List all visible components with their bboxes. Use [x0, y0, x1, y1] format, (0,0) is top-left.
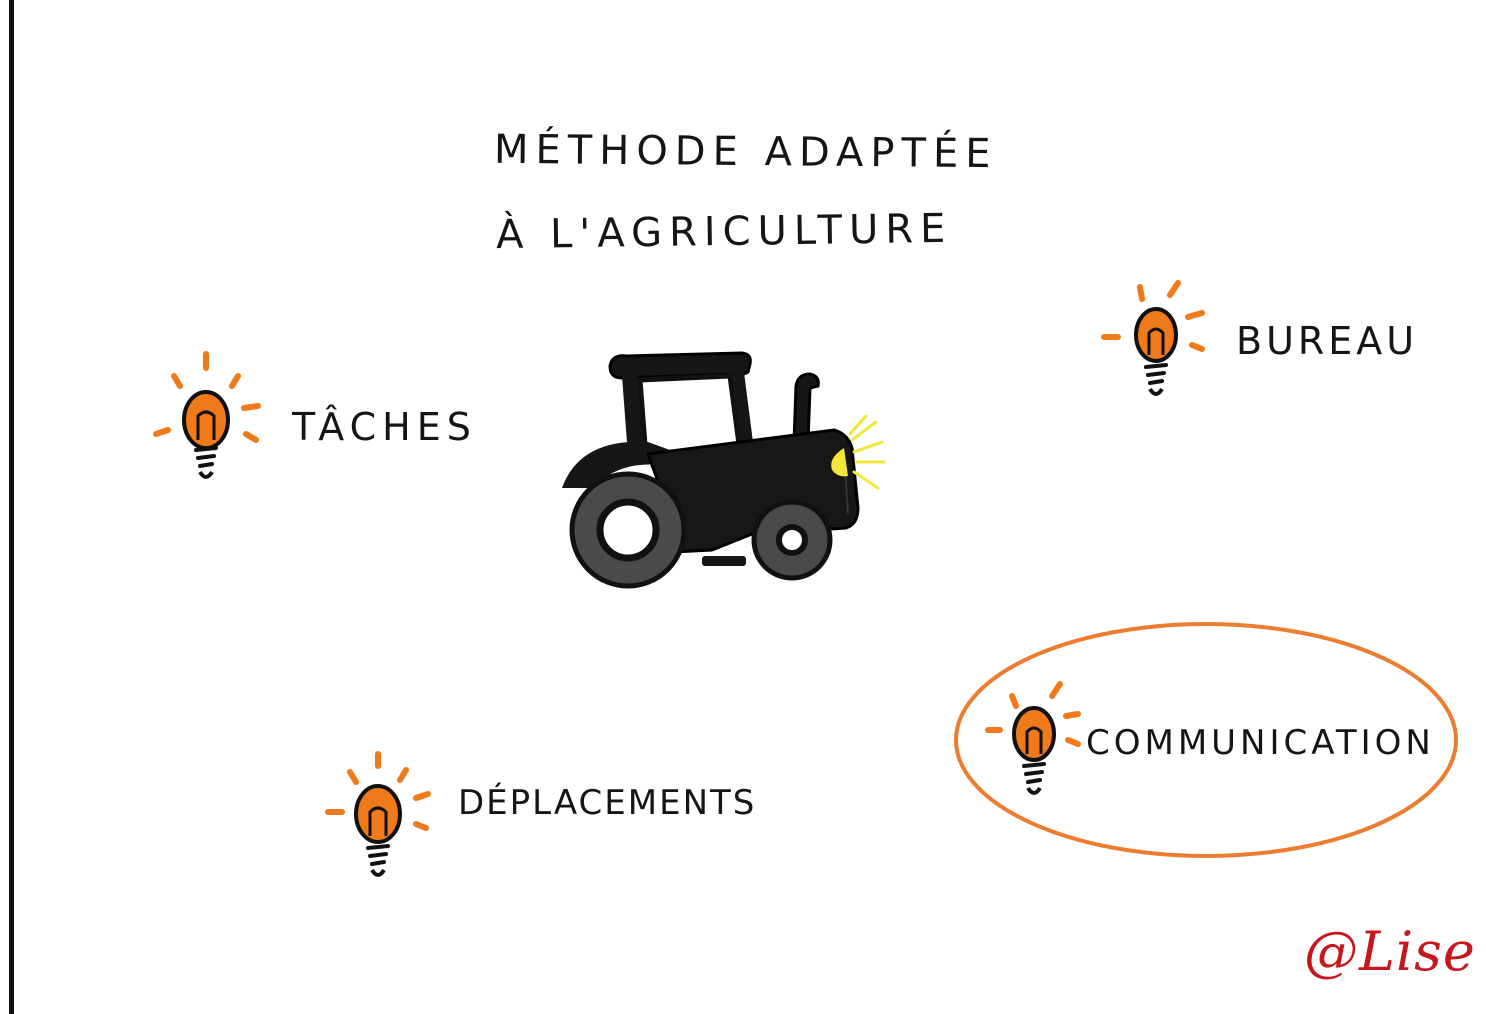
lightbulb-icon [1101, 280, 1205, 396]
lightbulb-icon [325, 751, 431, 877]
lightbulb-icon [985, 681, 1081, 795]
item-label-communication: Communication [1086, 723, 1435, 763]
tractor-icon [562, 351, 886, 589]
author-signature: @Lise B [1304, 920, 1486, 983]
item-label-deplacements: Déplacements [458, 783, 757, 823]
item-label-bureau: Bureau [1236, 319, 1419, 363]
highlight-ellipse [954, 622, 1458, 858]
lightbulb-icon [153, 351, 261, 479]
item-label-taches: Tâches [292, 405, 477, 449]
title-line-1: Méthode adaptée [493, 126, 998, 178]
title-line-2: à l'agriculture [495, 205, 953, 259]
left-border-line [9, 0, 14, 1014]
